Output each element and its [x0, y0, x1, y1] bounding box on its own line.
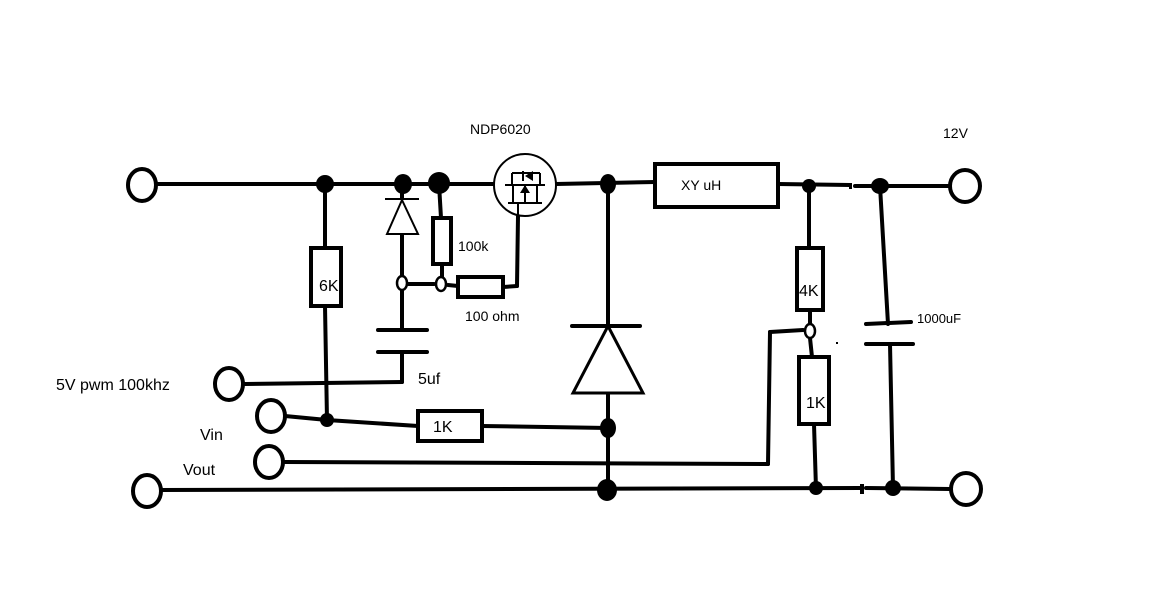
inductor-label: XY uH: [681, 177, 721, 193]
resistor-1k-vertical: [797, 355, 831, 426]
supply-label: 12V: [943, 125, 969, 141]
capacitor-5uf: [376, 328, 429, 354]
vin-label: Vin: [200, 427, 223, 444]
resistor-1k-vertical-label: 1K: [806, 395, 826, 412]
resistor-6k-label: 6K: [319, 278, 339, 295]
mosfet: [493, 153, 557, 217]
resistor-4k-label: 4K: [799, 283, 819, 300]
pwm-label: 5V pwm 100khz: [56, 377, 170, 394]
resistor-1k-horizontal: [416, 409, 484, 443]
vin-terminal: [255, 398, 287, 434]
mosfet-label: NDP6020: [470, 121, 531, 137]
junction-dots: [316, 172, 901, 501]
capacitor-1000uf-label: 1000uF: [917, 311, 961, 326]
capacitor-5uf-label: 5uf: [418, 371, 441, 388]
terminals: [126, 167, 983, 509]
output-12v-terminal: [948, 168, 982, 204]
resistor-100k-label: 100k: [458, 238, 489, 254]
vout-label: Vout: [183, 462, 216, 479]
vout-terminal: [253, 444, 285, 480]
pwm-terminal: [213, 366, 245, 402]
input-ground-terminal: [131, 473, 163, 509]
zener-diode: [385, 197, 420, 235]
freewheel-diode: [570, 322, 646, 395]
inductor: [653, 162, 780, 209]
wires: [153, 180, 952, 492]
capacitor-1000uf: [864, 320, 915, 346]
resistor-100-ohm-label: 100 ohm: [465, 308, 519, 324]
input-positive-terminal: [126, 167, 158, 203]
resistor-1k-horizontal-label: 1K: [433, 419, 453, 436]
open-nodes: [395, 274, 817, 340]
resistor-4k: [795, 246, 825, 312]
output-ground-terminal: [949, 471, 983, 507]
resistor-100-ohm: [456, 275, 505, 299]
resistor-6k: [309, 246, 343, 308]
resistor-100k: [431, 216, 453, 266]
